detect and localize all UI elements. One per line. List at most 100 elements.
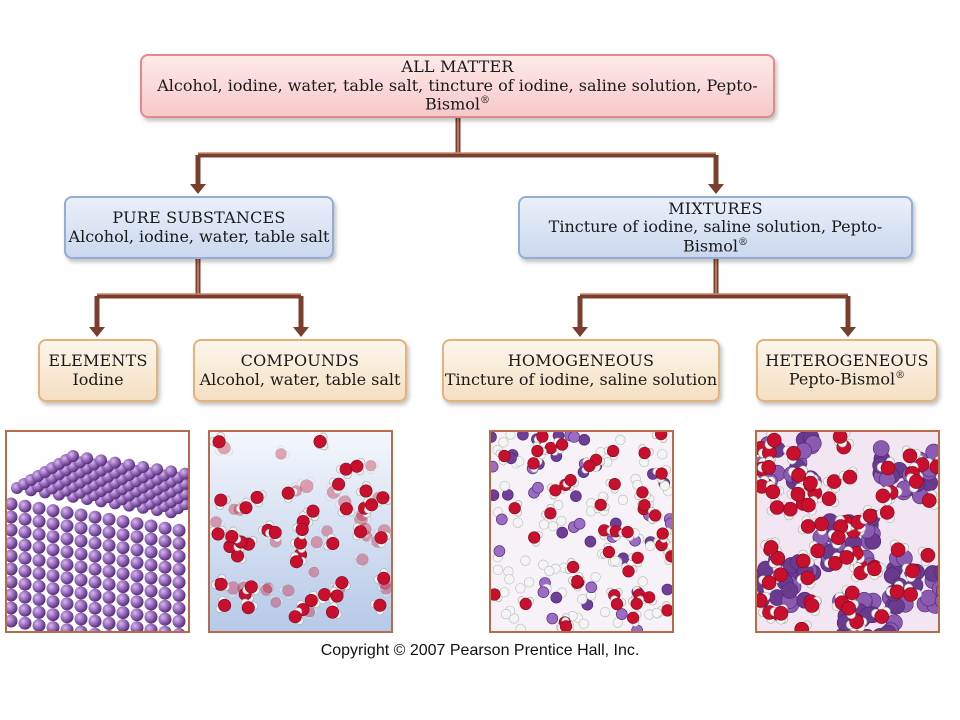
iodine-atom — [130, 556, 144, 570]
iodine-atom — [18, 512, 32, 526]
water-molecule — [323, 533, 340, 551]
water-molecule — [533, 432, 549, 444]
water-molecule — [517, 596, 535, 610]
water-molecule — [839, 546, 858, 566]
purple-particle — [550, 591, 563, 604]
water-molecule — [600, 542, 615, 559]
water-molecule — [634, 486, 651, 500]
water-molecule — [269, 594, 284, 608]
water-molecule — [652, 467, 668, 483]
water-molecule — [363, 496, 379, 514]
hydrogen-atom — [492, 564, 504, 575]
water-molecule — [766, 496, 785, 516]
purple-particle — [491, 432, 497, 443]
iodine-atom — [74, 625, 88, 631]
iodine-atom — [46, 504, 60, 518]
iodine-atom — [116, 606, 130, 620]
iodine-atom — [102, 564, 116, 578]
iodine-atom — [18, 603, 32, 617]
iodine-atom — [165, 465, 177, 478]
water-molecule — [275, 445, 290, 460]
iodine-crystal-image — [7, 432, 188, 631]
purple-particle — [491, 460, 499, 473]
water-molecule — [610, 595, 627, 611]
water-molecule — [225, 526, 242, 544]
water-molecule — [804, 596, 822, 616]
water-molecule — [906, 473, 924, 493]
iodine-atom — [116, 580, 130, 594]
iodine-atom — [74, 573, 88, 587]
water-molecule — [757, 456, 776, 475]
iodine-atom — [18, 499, 32, 513]
compounds-box: COMPOUNDS Alcohol, water, table salt — [193, 339, 407, 402]
iodine-atom — [46, 608, 60, 622]
water-molecule — [290, 536, 307, 553]
water-molecule — [541, 503, 557, 520]
iodine-atom — [46, 621, 60, 631]
iodine-atom — [7, 575, 18, 589]
iodine-atom — [102, 538, 116, 552]
homogeneous-box: HOMOGENEOUS Tincture of iodine, saline s… — [442, 339, 720, 402]
pure-substances-box: PURE SUBSTANCES Alcohol, iodine, water, … — [64, 196, 334, 259]
water-molecule — [867, 561, 886, 581]
iodine-atom — [7, 536, 18, 550]
iodine-atom — [102, 603, 116, 617]
iodine-atom — [130, 530, 144, 544]
iodine-atom — [60, 558, 74, 572]
arrowhead-heterogeneous — [840, 327, 856, 337]
purple-particle — [936, 585, 938, 597]
water-molecule — [794, 620, 812, 631]
iodine-atom — [144, 610, 158, 624]
iodine-atom — [88, 562, 102, 576]
iodine-atom — [130, 543, 144, 557]
water-molecule — [210, 432, 226, 449]
hydrogen-atom — [512, 517, 523, 528]
water-molecule — [374, 491, 391, 507]
hydrogen-atom — [505, 432, 516, 440]
water-molecule — [306, 564, 320, 579]
iodine-atom — [102, 525, 116, 539]
water-molecule — [921, 490, 938, 510]
water-molecule — [758, 575, 777, 594]
water-molecule — [859, 504, 878, 525]
iodine-atom — [32, 527, 46, 541]
hydrogen-atom — [538, 519, 550, 530]
water-molecule — [876, 457, 896, 476]
iodine-atom — [32, 514, 46, 528]
iodine-atom — [102, 577, 116, 591]
iodine-atom — [67, 450, 79, 462]
iodine-atom — [88, 575, 102, 589]
water-molecule — [838, 466, 858, 485]
water-molecule — [356, 480, 373, 498]
hydrogen-atom — [520, 555, 531, 566]
water-molecule — [628, 551, 644, 568]
iodine-atom — [60, 597, 74, 611]
iodine-atom — [130, 608, 144, 622]
homogeneous-illustration — [489, 430, 674, 633]
iodine-atom — [60, 532, 74, 546]
water-molecule — [760, 537, 780, 555]
iodine-atom — [74, 521, 88, 535]
water-molecule — [329, 477, 346, 495]
hydrogen-atom — [610, 555, 621, 566]
iodine-atom — [7, 601, 18, 615]
hydrogen-atom — [599, 607, 611, 618]
iodine-atom — [46, 595, 60, 609]
purple-particle — [491, 489, 500, 501]
elements-title: ELEMENTS — [48, 351, 148, 371]
iodine-atom — [102, 590, 116, 604]
homogeneous-mixture-image — [491, 432, 672, 631]
water-molecule — [885, 580, 905, 600]
hydrogen-atom — [637, 576, 648, 587]
compounds-illustration — [208, 430, 393, 633]
elements-illustration — [5, 430, 190, 633]
hydrogen-atom — [499, 480, 510, 492]
mixtures-title: MIXTURES — [668, 198, 763, 218]
heterogeneous-mixture-image — [757, 432, 938, 631]
water-molecule — [365, 460, 380, 475]
iodine-atom — [89, 627, 101, 631]
iodine-atom — [130, 517, 144, 531]
iodine-atom — [102, 616, 116, 630]
iodine-atom — [173, 627, 185, 631]
connector-all-matter — [195, 118, 719, 186]
